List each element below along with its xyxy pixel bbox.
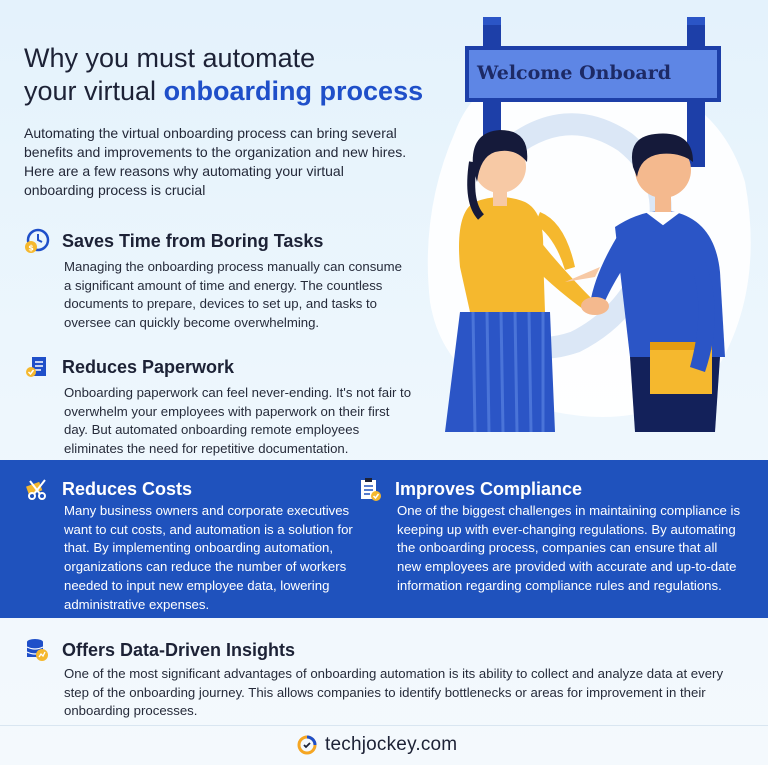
title-line-2: your virtual onboarding process xyxy=(24,75,444,108)
paperwork-body: Onboarding paperwork can feel never-endi… xyxy=(64,385,412,457)
techjockey-logo-icon xyxy=(296,734,318,756)
compliance-body: One of the biggest challenges in maintai… xyxy=(397,503,741,593)
saves-time-title: Saves Time from Boring Tasks xyxy=(62,230,324,251)
title-highlight: onboarding process xyxy=(163,76,424,106)
insights-heading: Offers Data-Driven Insights xyxy=(24,637,295,663)
page-title: Why you must automate your virtual onboa… xyxy=(24,42,444,108)
costs-title: Reduces Costs xyxy=(62,478,193,499)
sign-text: Welcome Onboard xyxy=(476,62,672,84)
footer-divider xyxy=(0,725,768,726)
clipboard-check-icon xyxy=(357,476,383,502)
database-chart-icon xyxy=(24,637,50,663)
costs-heading: Reduces Costs xyxy=(24,476,192,502)
brand-name: techjockey.com xyxy=(325,734,458,755)
intro-text: Automating the virtual onboarding proces… xyxy=(24,125,407,198)
title-prefix: your virtual xyxy=(24,76,164,106)
saves-time-heading: $ Saves Time from Boring Tasks xyxy=(24,228,323,254)
paperwork-title: Reduces Paperwork xyxy=(62,356,235,377)
document-check-icon xyxy=(24,354,50,380)
paperwork-heading: Reduces Paperwork xyxy=(24,354,234,380)
costs-body: Many business owners and corporate execu… xyxy=(64,503,353,612)
compliance-title: Improves Compliance xyxy=(395,478,583,499)
handshake-illustration xyxy=(427,17,751,433)
insights-body: One of the most significant advantages o… xyxy=(64,666,724,719)
title-line-1: Why you must automate xyxy=(24,43,316,73)
insights-title: Offers Data-Driven Insights xyxy=(62,639,296,660)
svg-text:$: $ xyxy=(28,244,34,253)
blue-band: Reduces Costs Many business owners and c… xyxy=(0,460,768,618)
scissors-money-icon xyxy=(24,476,50,502)
compliance-heading: Improves Compliance xyxy=(357,476,582,502)
brand-footer[interactable]: techjockey.com xyxy=(296,734,457,756)
clock-coin-icon: $ xyxy=(24,228,50,254)
saves-time-body: Managing the onboarding process manually… xyxy=(64,259,402,331)
